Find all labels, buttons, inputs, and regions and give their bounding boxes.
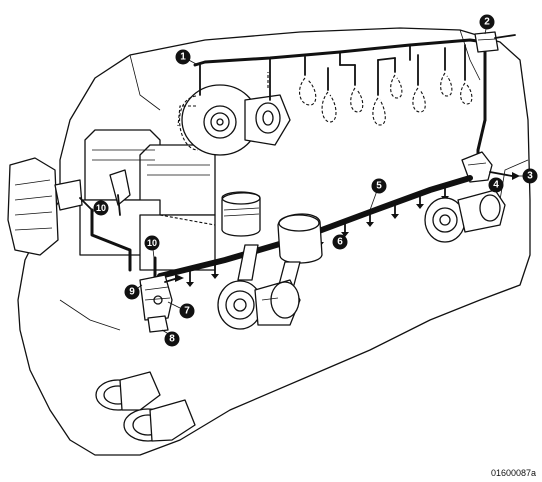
- callout-2-label: 2: [484, 17, 490, 28]
- camshaft-gear: [424, 189, 506, 243]
- callout-9: 9: [124, 284, 140, 300]
- callout-10-upper-label: 10: [96, 203, 106, 213]
- oil-filter-housing: [474, 31, 516, 53]
- callout-2: 2: [479, 14, 495, 30]
- callout-10-upper: 10: [93, 200, 109, 216]
- callout-8-label: 8: [169, 334, 175, 345]
- callout-1: 1: [175, 49, 191, 65]
- callout-8: 8: [164, 331, 180, 347]
- callout-5: 5: [371, 178, 387, 194]
- callout-6-label: 6: [337, 237, 343, 248]
- callout-1-label: 1: [180, 52, 186, 63]
- injector-branches: [299, 44, 473, 126]
- callout-3-label: 3: [527, 171, 533, 182]
- callout-4: 4: [488, 177, 504, 193]
- callout-10-lower-label: 10: [147, 238, 157, 248]
- left-accessory-housing: [7, 157, 131, 256]
- riser-pipes: [79, 194, 157, 280]
- callout-5-label: 5: [376, 181, 382, 192]
- callout-3: 3: [522, 168, 538, 184]
- crankshaft: [217, 279, 301, 330]
- callout-7-label: 7: [184, 306, 190, 317]
- oil-cooler-filter: [139, 274, 184, 333]
- callout-9-label: 9: [129, 287, 135, 298]
- figure-id: 01600087a: [490, 468, 536, 478]
- starter-motor: [95, 371, 196, 442]
- callout-6: 6: [332, 234, 348, 250]
- turbocharger: [177, 72, 291, 156]
- callout-10-lower: 10: [144, 235, 160, 251]
- callout-7: 7: [179, 303, 195, 319]
- callout-4-label: 4: [493, 180, 499, 191]
